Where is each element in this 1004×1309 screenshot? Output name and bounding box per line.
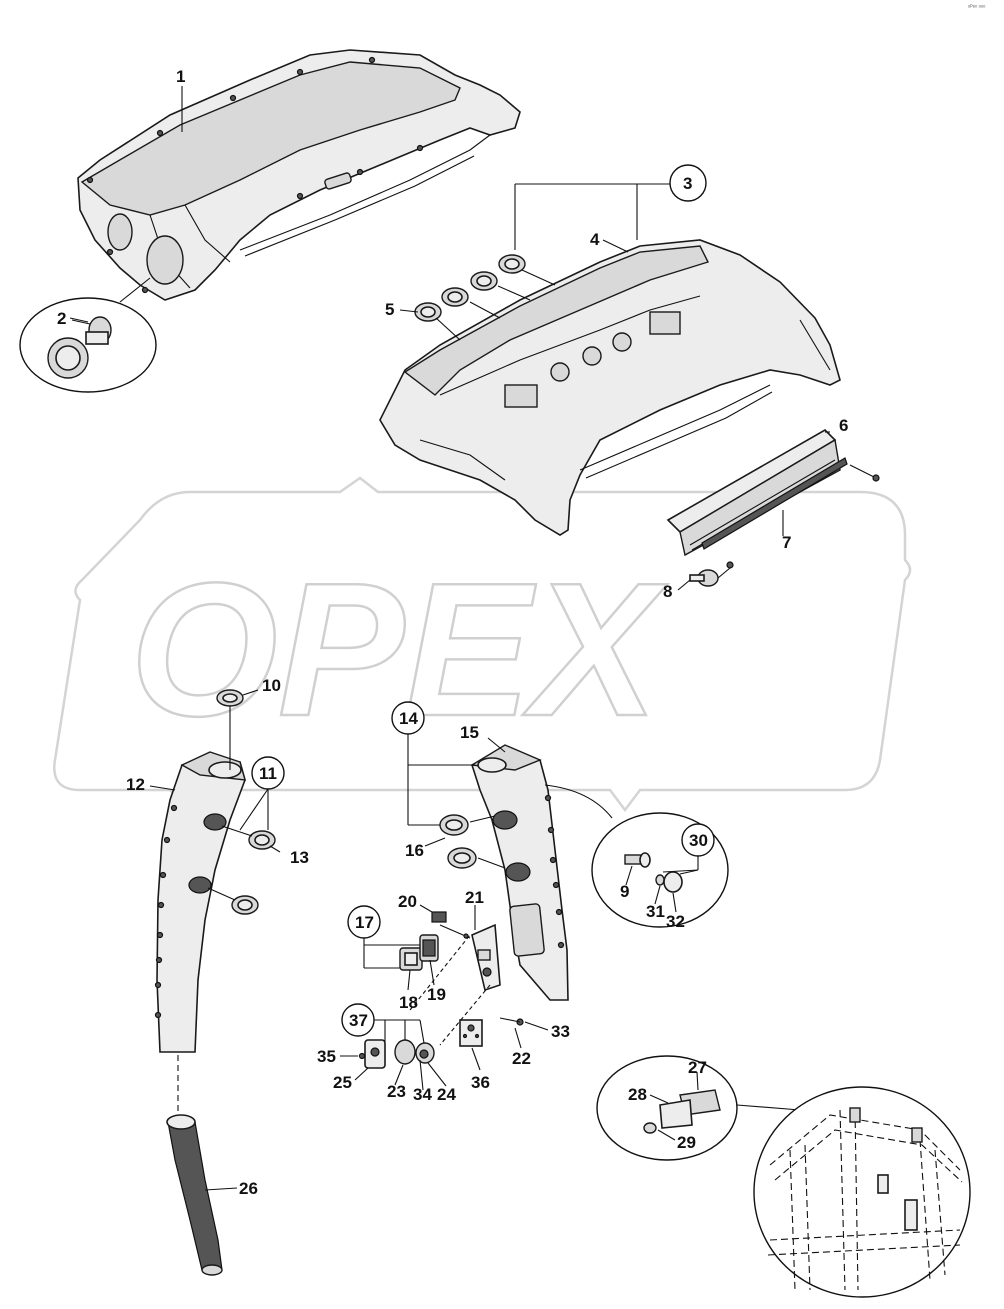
callout-13: 13 xyxy=(290,848,309,867)
callout-17-group xyxy=(347,905,420,969)
callout-14-group xyxy=(391,701,475,826)
callout-30: 30 xyxy=(689,831,708,850)
callout-3-group xyxy=(514,164,707,250)
part-15-right-pillar xyxy=(469,744,613,1001)
callout-18: 18 xyxy=(399,993,418,1012)
leader-lines xyxy=(69,86,830,1191)
vent-d xyxy=(498,254,526,274)
callout-6: 6 xyxy=(839,416,848,435)
callout-23: 23 xyxy=(387,1082,406,1101)
callout-5: 5 xyxy=(385,300,394,319)
part-6-7-grille xyxy=(666,429,880,569)
callout-36: 36 xyxy=(471,1073,490,1092)
callout-8: 8 xyxy=(663,582,672,601)
detail-circle-part-2 xyxy=(19,277,157,393)
callout-33: 33 xyxy=(551,1022,570,1041)
callout-37: 37 xyxy=(349,1011,368,1030)
callout-19: 19 xyxy=(427,985,446,1004)
callout-labels: 1 2 3 4 5 6 7 8 9 10 11 12 13 14 15 16 1… xyxy=(57,67,848,1198)
callout-9: 9 xyxy=(620,882,629,901)
callout-11-group xyxy=(239,756,285,831)
part-5-vents xyxy=(414,254,556,341)
part-8-push-pin xyxy=(689,567,731,587)
part-13-grommets xyxy=(207,825,276,915)
callout-14: 14 xyxy=(399,709,418,728)
part-16-grommets xyxy=(439,814,506,869)
callout-3: 3 xyxy=(683,174,692,193)
callout-29: 29 xyxy=(677,1133,696,1152)
corner-mark: ᵒᴾᵉˣ ᵒᵒᵒ xyxy=(968,4,986,11)
switch-assembly xyxy=(399,911,524,1047)
callout-32: 32 xyxy=(666,912,685,931)
callout-34: 34 xyxy=(413,1085,432,1104)
callout-22: 22 xyxy=(512,1049,531,1068)
callout-24: 24 xyxy=(437,1085,456,1104)
clip-assembly xyxy=(358,1039,435,1069)
callout-20: 20 xyxy=(398,892,417,911)
detail-circle-parts-9-32 xyxy=(591,812,729,928)
detail-circle-parts-27-29 xyxy=(596,1055,801,1161)
watermark-frame xyxy=(53,476,912,813)
callout-1: 1 xyxy=(176,67,185,86)
callout-26: 26 xyxy=(239,1179,258,1198)
callout-4: 4 xyxy=(590,230,600,249)
part-10-grommet xyxy=(216,689,244,770)
callout-28: 28 xyxy=(628,1085,647,1104)
callout-25: 25 xyxy=(333,1073,352,1092)
callout-11: 11 xyxy=(259,764,277,783)
callout-17: 17 xyxy=(355,913,374,932)
callout-31: 31 xyxy=(646,902,665,921)
part-12-left-pillar xyxy=(154,751,246,1115)
callout-35: 35 xyxy=(317,1047,336,1066)
callout-37-group xyxy=(341,1003,425,1044)
callout-27: 27 xyxy=(688,1058,707,1077)
detail-frame-view xyxy=(753,1086,971,1298)
callout-7: 7 xyxy=(782,533,791,552)
callout-16: 16 xyxy=(405,841,424,860)
callout-15: 15 xyxy=(460,723,479,742)
callout-2: 2 xyxy=(57,309,66,328)
callout-10: 10 xyxy=(262,676,281,695)
vent-c xyxy=(470,271,498,291)
part-1-rear-upper-panel xyxy=(77,49,521,301)
vent-b xyxy=(441,287,469,307)
callout-12: 12 xyxy=(126,775,145,794)
part-26-hose xyxy=(166,1114,223,1276)
part-4-roof-liner xyxy=(379,239,841,536)
callout-21: 21 xyxy=(465,888,484,907)
